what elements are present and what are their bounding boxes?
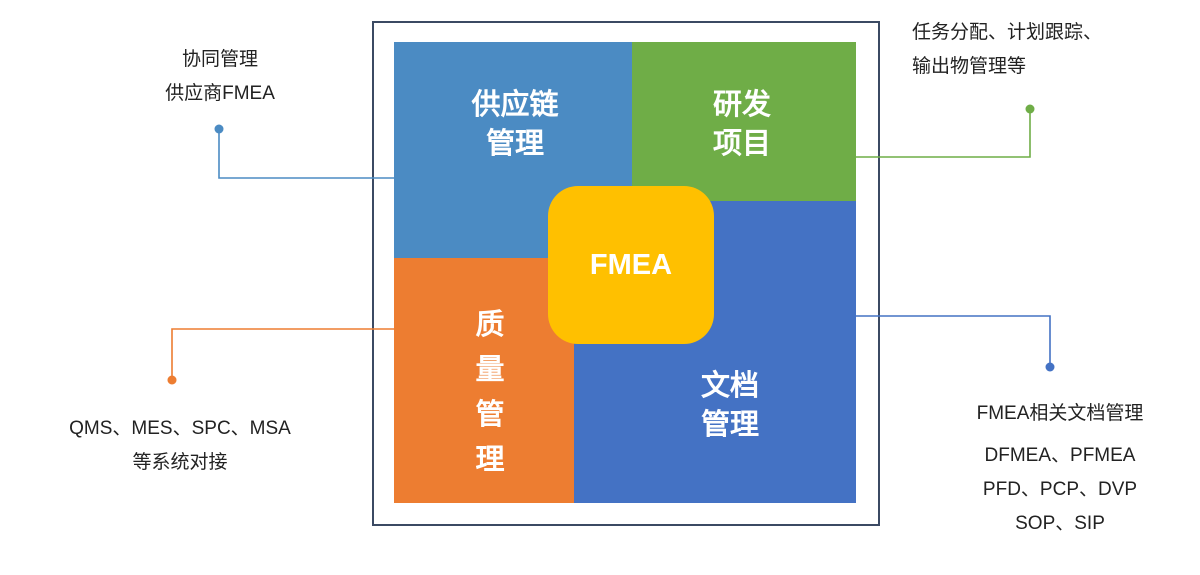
connector-quality-dot — [167, 375, 177, 385]
quadrant-quality — [394, 258, 576, 503]
quadrant-quality-label: 质 量 管 理 — [475, 309, 505, 476]
note-quality-line2: 等系统对接 — [132, 452, 228, 473]
connector-supply — [214, 124, 395, 179]
note-rd-line1: 任务分配、计划跟踪、 — [912, 22, 1103, 43]
note-rd-project: 任务分配、计划跟踪、 输出物管理等 — [912, 16, 1192, 84]
connector-quality-line — [171, 328, 394, 379]
connector-doc — [856, 315, 1055, 372]
note-rd-line2: 输出物管理等 — [912, 56, 1027, 77]
connector-quality — [167, 328, 394, 385]
quadrant-rd-project — [632, 42, 856, 203]
connector-doc-dot — [1045, 362, 1055, 372]
center-fmea-box: FMEA — [548, 186, 714, 344]
connector-supply-line — [218, 130, 395, 179]
note-doc-line4: SOP、SIP — [1015, 513, 1105, 534]
note-doc-line2: DFMEA、PFMEA — [984, 445, 1136, 466]
note-quality: QMS、MES、SPC、MSA 等系统对接 — [30, 412, 330, 480]
note-doc-line3: PFD、PCP、DVP — [982, 479, 1138, 500]
note-doc-line1: FMEA相关文档管理 — [976, 403, 1144, 424]
connector-rd-dot — [1025, 104, 1035, 114]
connector-doc-line — [856, 315, 1051, 366]
connector-supply-dot — [214, 124, 224, 134]
quadrant-rd-project-label: 研发 项目 — [712, 89, 771, 160]
quadrant-supply-chain-label: 供应链 管理 — [471, 89, 559, 160]
center-fmea-label: FMEA — [589, 248, 673, 281]
note-supply-line2: 供应商FMEA — [165, 83, 275, 104]
note-document: FMEA相关文档管理 DFMEA、PFMEA PFD、PCP、DVP SOP、S… — [920, 397, 1200, 541]
note-quality-line1: QMS、MES、SPC、MSA — [69, 418, 291, 439]
connector-rd — [856, 104, 1035, 158]
quadrant-document-label: 文档 管理 — [700, 370, 759, 441]
connector-rd-line — [856, 110, 1031, 158]
note-supply-chain: 协同管理 供应商FMEA — [120, 43, 320, 111]
note-supply-line1: 协同管理 — [181, 49, 258, 70]
